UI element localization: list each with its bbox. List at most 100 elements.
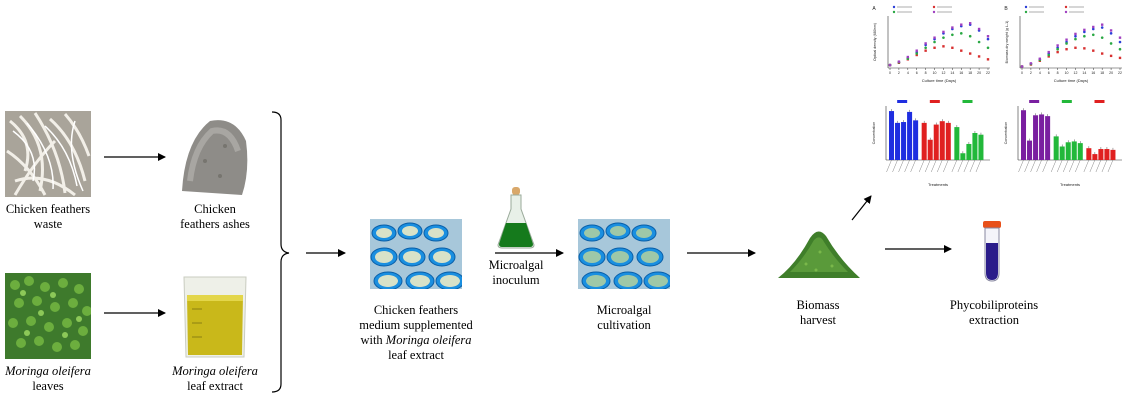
bar-0-2 (1033, 115, 1039, 160)
series-3-point-10 (1109, 29, 1113, 32)
series-1-point-9 (1100, 52, 1104, 55)
bar-0-0 (889, 111, 895, 160)
series-3-point-4 (1056, 44, 1059, 47)
x-tick-label-mark-1-1 (925, 159, 931, 173)
x-tick-label-mark-1-2 (931, 159, 937, 173)
series-0-point-9 (1100, 26, 1104, 29)
legend-swatch-1 (929, 100, 940, 103)
series-1-point-3 (915, 53, 918, 57)
series-3-point-1 (1029, 62, 1033, 65)
x-tick-label-mark-2-2 (963, 159, 970, 173)
bar-2-3 (1104, 149, 1110, 160)
series-3-point-6 (942, 30, 945, 34)
x-tick-label: 4 (1039, 71, 1041, 75)
x-tick-label-mark-0-2 (898, 159, 904, 173)
y-axis-label: Optical density (680nm) (873, 23, 877, 61)
bar-2-0 (1086, 148, 1092, 160)
series-2-point-4 (924, 46, 927, 50)
biomass-pile-image (776, 224, 862, 280)
x-tick-label-mark-0-0 (1018, 159, 1024, 173)
x-tick-label-mark-0-3 (1036, 159, 1042, 173)
series-2-point-6 (942, 36, 945, 39)
bar-2-4 (1110, 149, 1116, 160)
extraction-tube-image (980, 221, 1004, 283)
x-tick-label: 8 (1057, 71, 1059, 75)
bar-2-1 (1092, 154, 1098, 160)
series-3-point-8 (1092, 25, 1095, 29)
x-tick-label: 0 (889, 71, 891, 75)
series-3-point-0 (888, 63, 892, 67)
x-tick-label: 14 (1082, 71, 1086, 75)
series-3-point-11 (1118, 36, 1122, 39)
series-3-point-10 (977, 27, 981, 31)
leaf-extract-beaker-image (178, 273, 252, 359)
x-tick-label: 0 (1021, 71, 1023, 75)
x-tick-label-mark-2-0 (951, 159, 958, 173)
x-tick-label-mark-2-3 (969, 159, 976, 173)
series-3-point-2 (1038, 57, 1042, 60)
feathers-ashes-image (180, 111, 250, 197)
series-3-point-1 (897, 60, 901, 63)
bar-1-4 (945, 122, 951, 160)
series-2-point-4 (1056, 47, 1059, 51)
bar-0-3 (1039, 114, 1045, 160)
series-2-point-5 (933, 40, 936, 44)
bar-0-1 (1027, 140, 1033, 160)
legend-swatch-2 (962, 100, 973, 103)
series-1-point-10 (977, 55, 981, 58)
x-tick-label: 16 (959, 71, 963, 75)
legend-marker-3 (1064, 10, 1068, 14)
x-tick-label: 22 (1118, 71, 1122, 75)
series-1-point-11 (986, 58, 990, 61)
series-2-point-7 (1083, 34, 1086, 38)
series-2-point-7 (951, 33, 954, 37)
series-1-point-5 (933, 46, 936, 49)
series-1-point-6 (1074, 46, 1077, 49)
series-0-point-11 (1118, 40, 1122, 44)
legend-swatch-1 (1061, 100, 1072, 103)
series-0-point-10 (1109, 32, 1113, 35)
x-tick-label: 18 (1100, 71, 1104, 75)
x-axis-label: Treatments (1060, 182, 1080, 187)
series-2-point-9 (968, 34, 972, 38)
series-1-point-8 (1092, 49, 1095, 52)
legend-marker-3 (932, 10, 936, 14)
series-2-point-5 (1065, 42, 1068, 45)
series-1-point-5 (1065, 48, 1068, 51)
series-3-point-3 (1047, 50, 1050, 54)
x-tick-label-mark-1-4 (1075, 159, 1081, 173)
bar-0-3 (907, 111, 913, 160)
label-medium: Chicken feathers medium supplemented wit… (359, 303, 473, 362)
cultivation-containers-image (578, 219, 670, 289)
bar-1-3 (939, 121, 945, 160)
moringa-leaves-image (5, 273, 91, 359)
legend-swatch-2 (1094, 100, 1105, 103)
x-tick-label: 16 (1091, 71, 1095, 75)
bar-0-0 (1021, 110, 1027, 160)
legend-swatch-0 (897, 100, 908, 103)
series-1-point-3 (1047, 55, 1050, 58)
x-tick-label: 20 (977, 71, 981, 75)
bar-1-1 (1059, 146, 1065, 160)
x-tick-label-mark-2-1 (957, 159, 964, 173)
bar-1-1 (927, 139, 933, 160)
series-0-point-7 (1083, 30, 1086, 34)
x-tick-label: 18 (968, 71, 972, 75)
panel-label: B (1004, 6, 1008, 12)
x-tick-label-mark-1-3 (1069, 159, 1075, 173)
x-tick-label: 2 (1030, 71, 1032, 75)
bar-0-4 (1045, 116, 1051, 160)
bar-1-2 (933, 124, 939, 160)
x-tick-label-mark-2-0 (1083, 159, 1090, 173)
bar-2-0 (954, 127, 960, 160)
series-3-point-3 (915, 49, 918, 52)
